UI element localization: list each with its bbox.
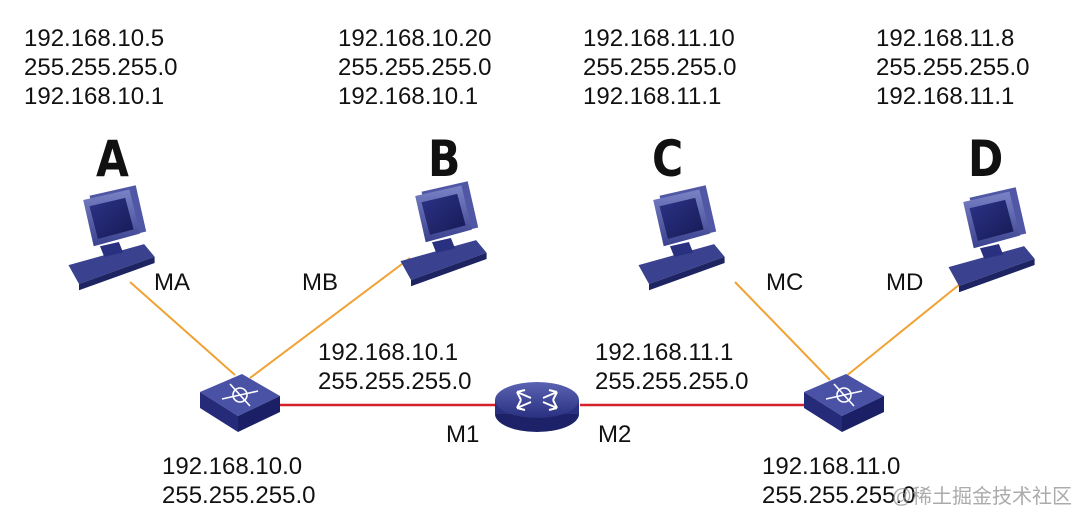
host-d-mask: 255.255.255.0 [876, 54, 1030, 81]
computer-icon-c [638, 185, 725, 291]
switch-left-network: 192.168.10.0 [162, 453, 303, 480]
host-b-ip: 192.168.10.20 [338, 25, 492, 52]
host-b-label: B [428, 130, 461, 188]
router-right-mask: 255.255.255.0 [595, 368, 749, 395]
host-d-gateway: 192.168.11.1 [876, 83, 1015, 110]
link-host-a-switch [129, 281, 236, 376]
host-d-label: D [968, 130, 1004, 188]
host-b-mac-label: MB [302, 269, 338, 296]
link-host-b-switch [249, 257, 411, 379]
host-d-ip: 192.168.11.8 [876, 25, 1015, 52]
host-c-address-block: 192.168.11.10 255.255.255.0 192.168.11.1 [583, 24, 736, 111]
host-c-mac-label: MC [766, 269, 804, 296]
computer-icon-d [948, 187, 1035, 293]
host-a-label: A [96, 130, 129, 188]
host-d-address-block: 192.168.11.8 255.255.255.0 192.168.11.1 [876, 24, 1029, 111]
host-b-mask: 255.255.255.0 [338, 54, 492, 81]
router-port-m1: M1 [446, 421, 480, 448]
host-d-mac-label: MD [886, 269, 924, 296]
host-c-ip: 192.168.11.10 [583, 25, 735, 52]
switch-right-network: 192.168.11.0 [762, 453, 901, 480]
link-host-c-switch [734, 281, 831, 381]
watermark-text: @稀土掘金技术社区 [891, 486, 1072, 508]
host-a-mask: 255.255.255.0 [24, 54, 178, 81]
host-c-gateway: 192.168.11.1 [583, 83, 722, 110]
switch-left-mask: 255.255.255.0 [162, 482, 316, 509]
router-right-interface-block: 192.168.11.1 255.255.255.0 [595, 338, 748, 396]
link-host-d-switch [844, 279, 966, 378]
router-left-ip: 192.168.10.1 [318, 339, 459, 366]
host-c-mask: 255.255.255.0 [583, 54, 737, 81]
router-left-mask: 255.255.255.0 [318, 368, 472, 395]
switch-icon-left [199, 373, 281, 433]
host-c-label: C [652, 130, 684, 188]
computer-icon-a [68, 185, 155, 291]
router-left-interface-block: 192.168.10.1 255.255.255.0 [318, 338, 471, 396]
host-a-address-block: 192.168.10.5 255.255.255.0 192.168.10.1 [24, 24, 177, 111]
switch-right-mask: 255.255.255.0 [762, 482, 916, 509]
switch-icon-right [803, 373, 885, 433]
switch-left-network-block: 192.168.10.0 255.255.255.0 [162, 452, 315, 510]
router-port-m2: M2 [598, 421, 632, 448]
computer-icon-b [400, 181, 487, 287]
host-b-gateway: 192.168.10.1 [338, 83, 479, 110]
host-b-address-block: 192.168.10.20 255.255.255.0 192.168.10.1 [338, 24, 491, 111]
host-a-mac-label: MA [154, 269, 190, 296]
router-right-ip: 192.168.11.1 [595, 339, 734, 366]
host-a-ip: 192.168.10.5 [24, 25, 165, 52]
router-icon [495, 382, 579, 432]
switch-right-network-block: 192.168.11.0 255.255.255.0 [762, 452, 915, 510]
host-a-gateway: 192.168.10.1 [24, 83, 165, 110]
